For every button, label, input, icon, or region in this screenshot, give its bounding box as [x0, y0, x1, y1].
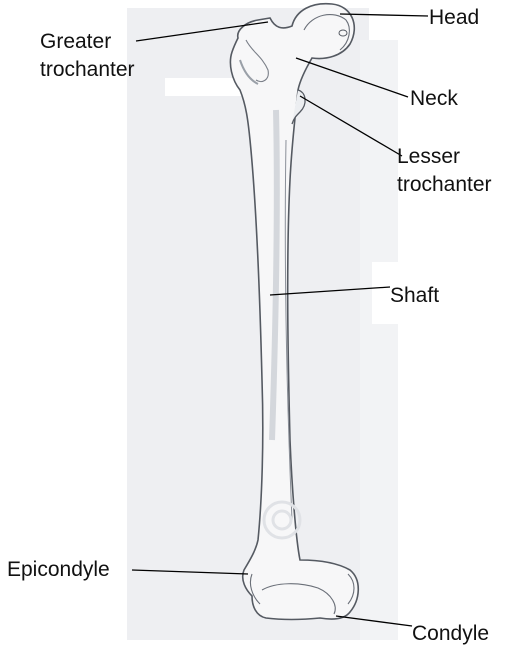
label-condyle: Condyle: [412, 620, 489, 648]
label-neck: Neck: [410, 85, 458, 113]
label-epicondyle: Epicondyle: [7, 556, 110, 584]
label-shaft: Shaft: [390, 282, 439, 310]
paper-background-right: [360, 40, 398, 640]
label-greater-trochanter: Greater trochanter: [40, 28, 135, 85]
label-head: Head: [429, 4, 479, 32]
label-lesser-trochanter: Lesser trochanter: [397, 143, 492, 200]
